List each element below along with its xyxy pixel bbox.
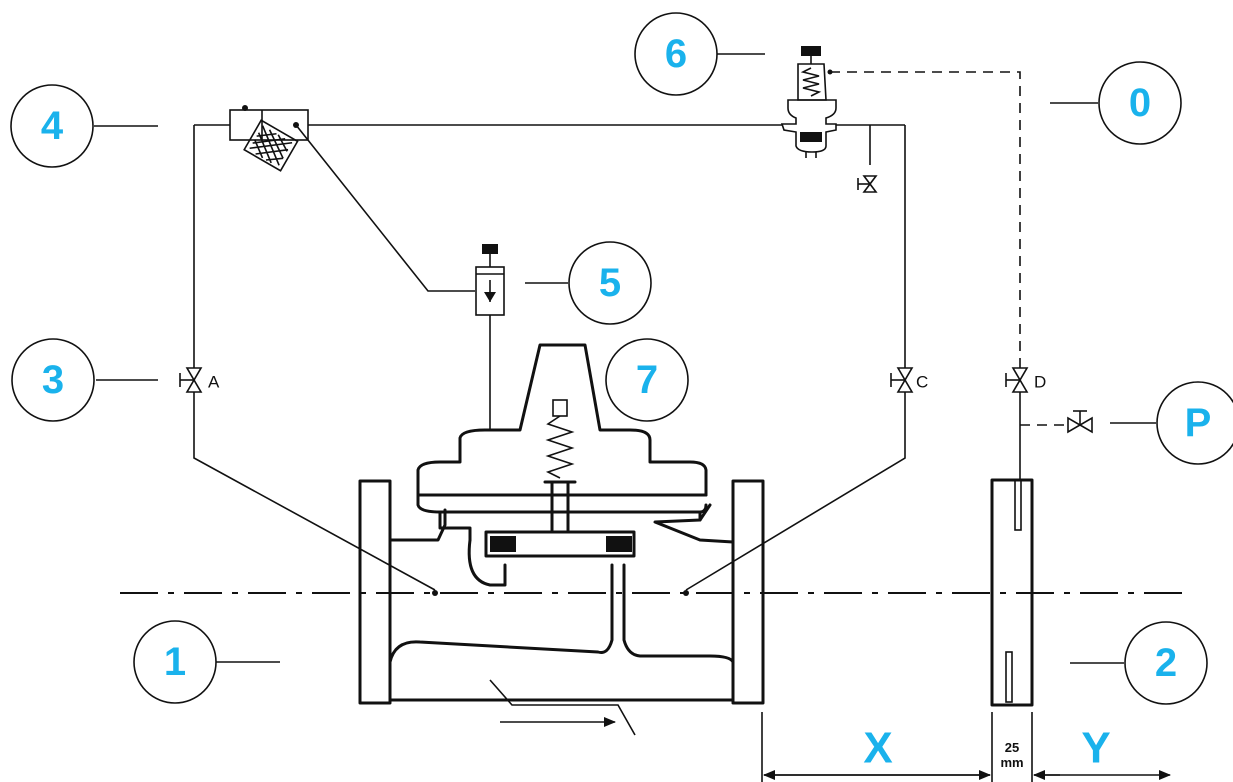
- svg-text:7: 7: [636, 358, 658, 402]
- dimension-y-label: Y: [1081, 724, 1110, 773]
- dimension-lines: [761, 712, 1171, 782]
- callout-2: 2: [1124, 621, 1208, 705]
- callout-1: 1: [133, 620, 217, 704]
- callout-5: 5: [568, 241, 652, 325]
- actuator-bonnet: [416, 343, 708, 558]
- test-port-valve: [1067, 410, 1093, 434]
- svg-text:P: P: [1185, 401, 1212, 445]
- downstream-sensing-pipe: [990, 478, 1034, 707]
- isolation-valve-c: [890, 367, 914, 393]
- sensing-line: [830, 71, 1068, 426]
- drain-valve: [857, 175, 878, 193]
- callout-3: 3: [11, 338, 95, 422]
- svg-text:2: 2: [1155, 641, 1177, 685]
- isolation-valve-a: [179, 367, 203, 393]
- callout-p: P: [1156, 381, 1233, 465]
- flow-direction-arrow: [489, 679, 636, 736]
- needle-valve: [475, 244, 505, 316]
- valve-c-label: C: [916, 373, 928, 392]
- leader-lines: [94, 53, 1156, 664]
- svg-text:4: 4: [41, 104, 64, 148]
- callout-0: 0: [1098, 61, 1182, 145]
- pilot-piping: [193, 124, 906, 596]
- valve-a-label: A: [208, 373, 220, 392]
- svg-text:6: 6: [665, 32, 687, 76]
- pipe-size-unit: mm: [1000, 755, 1023, 770]
- pipe-size-value: 25: [1005, 740, 1019, 755]
- dimension-x-label: X: [863, 724, 892, 773]
- svg-text:0: 0: [1129, 81, 1151, 125]
- callout-4: 4: [10, 84, 94, 168]
- pilot-regulator: [780, 46, 837, 158]
- svg-text:3: 3: [42, 358, 64, 402]
- callout-7: 7: [605, 338, 689, 422]
- strainer-filter: [229, 105, 309, 172]
- isolation-valve-d: [1005, 367, 1029, 393]
- main-valve-body: [358, 479, 765, 705]
- svg-text:5: 5: [599, 261, 621, 305]
- callout-6: 6: [634, 12, 718, 96]
- svg-text:1: 1: [164, 640, 186, 684]
- valve-d-label: D: [1034, 373, 1046, 392]
